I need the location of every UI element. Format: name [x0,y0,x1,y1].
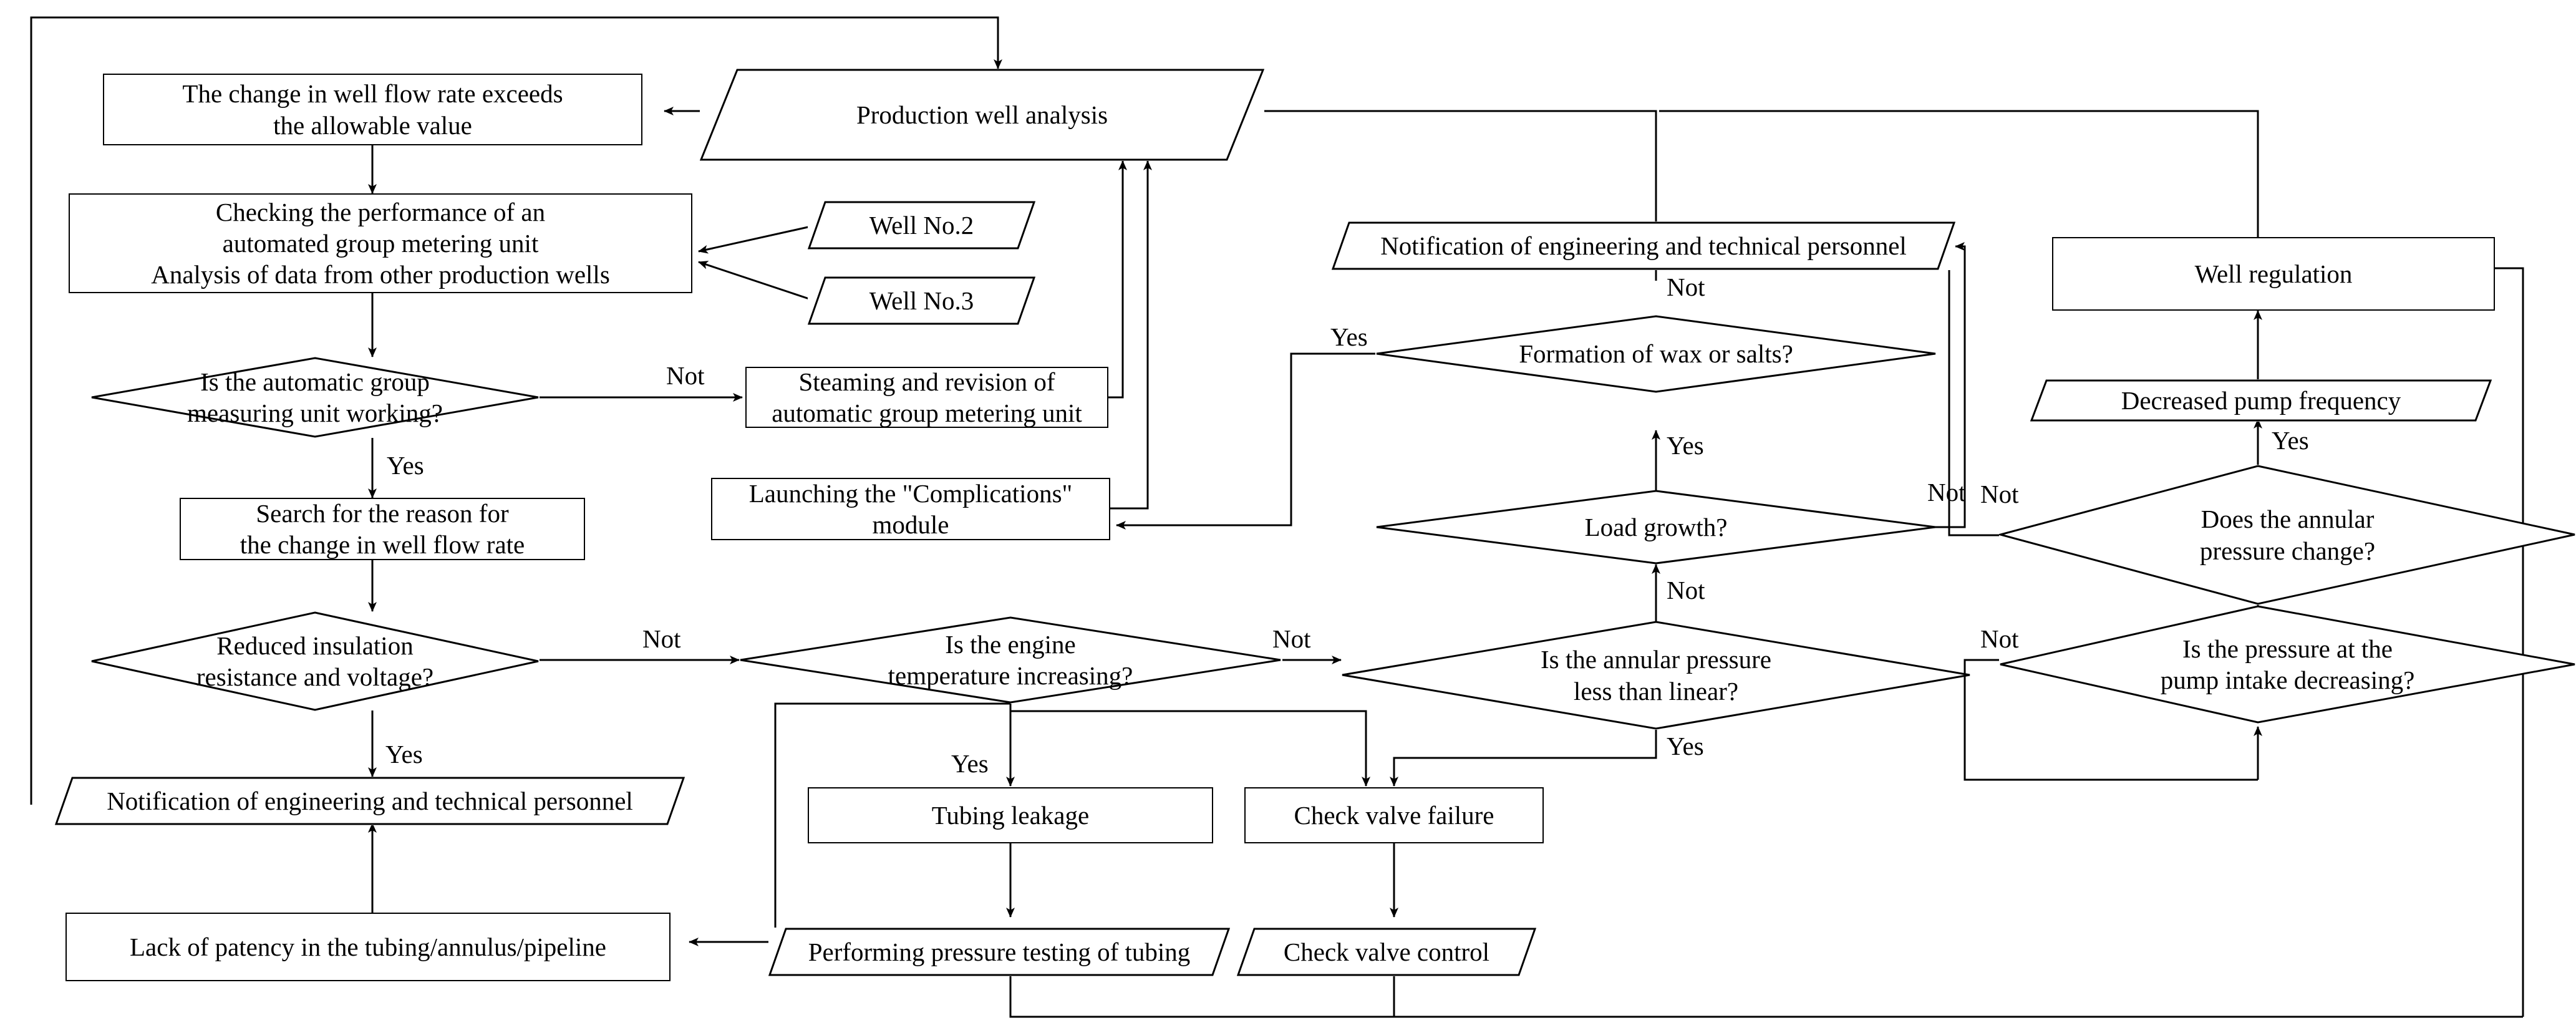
node-label: The change in well flow rate exceeds the… [182,79,563,140]
edge-label-agmu-yes: Yes [387,451,424,480]
node-label: Check valve failure [1294,800,1494,830]
node-label: Notification of engineering and technica… [1380,231,1907,260]
edge-label-annular-change-yes: Yes [2272,426,2309,455]
node-decreased-pump-frequency[interactable]: Decreased pump frequency [2030,379,2492,422]
node-label: Search for the reason for the change in … [240,498,525,559]
node-launching-complications[interactable]: Launching the "Complications" module [711,478,1110,540]
node-label: Well regulation [2194,259,2353,288]
node-performing-pressure-testing[interactable]: Performing pressure testing of tubing [768,928,1230,976]
node-label: Is the automatic group measuring unit wo… [187,367,443,427]
node-label: Load growth? [1584,512,1728,541]
node-label: Reduced insulation resistance and voltag… [196,631,434,691]
node-flow-rate-exceeds[interactable]: The change in well flow rate exceeds the… [103,74,642,145]
node-check-valve-control[interactable]: Check valve control [1237,928,1536,976]
edge-label-wax-not: Not [1667,273,1705,301]
node-label: Is the pressure at the pump intake decre… [2160,634,2415,694]
node-label: Well No.2 [869,210,974,240]
node-well-regulation[interactable]: Well regulation [2052,237,2495,311]
node-formation-wax-salts[interactable]: Formation of wax or salts? [1375,315,1937,393]
edge-label-wax-yes: Yes [1330,323,1368,351]
edge-label-insulation-not: Not [642,624,681,653]
node-is-agmu-working[interactable]: Is the automatic group measuring unit wo… [90,357,540,438]
node-label: Checking the performance of an automated… [151,197,610,289]
node-label: Is the annular pressure less than linear… [1540,645,1771,706]
node-annular-pressure-change[interactable]: Does the annular pressure change? [1999,465,2576,605]
node-label: Is the engine temperature increasing? [888,629,1133,690]
node-lack-of-patency[interactable]: Lack of patency in the tubing/annulus/pi… [65,913,671,981]
node-check-valve-failure[interactable]: Check valve failure [1244,787,1544,843]
node-notification-left[interactable]: Notification of engineering and technica… [55,777,685,825]
node-well-no2[interactable]: Well No.2 [808,201,1035,250]
node-search-reason[interactable]: Search for the reason for the change in … [180,498,585,560]
node-label: Does the annular pressure change? [2199,505,2376,565]
edge-label-load-growth-yes: Yes [1667,431,1704,460]
edge-label-annular-linear-yes: Yes [1667,732,1704,760]
edge-label-engine-yes: Yes [951,749,989,778]
node-label: Production well analysis [856,100,1108,129]
node-label: Notification of engineering and technica… [107,786,633,815]
node-label: Launching the "Complications" module [748,478,1073,539]
node-label: Decreased pump frequency [2121,386,2401,415]
node-is-engine-temp[interactable]: Is the engine temperature increasing? [739,616,1282,704]
edge-label-annular-change-not: Not [1980,480,2019,508]
edge-label-insulation-yes: Yes [385,740,423,769]
node-well-no3[interactable]: Well No.3 [808,276,1035,325]
node-production-well-analysis[interactable]: Production well analysis [700,69,1264,161]
node-tubing-leakage[interactable]: Tubing leakage [808,787,1213,843]
node-label: Formation of wax or salts? [1519,339,1793,369]
edge-label-pump-intake-not: Not [1980,624,2019,653]
node-steaming-revision[interactable]: Steaming and revision of automatic group… [745,367,1108,428]
node-label: Tubing leakage [931,800,1090,830]
node-label: Well No.3 [869,286,974,315]
node-pump-intake-pressure[interactable]: Is the pressure at the pump intake decre… [1999,605,2576,724]
node-label: Check valve control [1283,937,1490,966]
node-checking-performance[interactable]: Checking the performance of an automated… [69,193,692,293]
node-notification-right[interactable]: Notification of engineering and technica… [1332,221,1955,270]
node-label: Performing pressure testing of tubing [808,937,1191,966]
node-reduced-insulation[interactable]: Reduced insulation resistance and voltag… [90,611,540,711]
edge-label-load-growth-not: Not [1927,478,1966,507]
edge-label-annular-linear-not: Not [1667,576,1705,604]
edge-label-agmu-not: Not [666,361,705,390]
node-annular-pressure-linear[interactable]: Is the annular pressure less than linear… [1341,621,1971,730]
node-label: Steaming and revision of automatic group… [772,367,1082,427]
edge-label-engine-not: Not [1272,624,1311,653]
node-load-growth[interactable]: Load growth? [1375,490,1937,565]
node-label: Lack of patency in the tubing/annulus/pi… [130,932,606,961]
